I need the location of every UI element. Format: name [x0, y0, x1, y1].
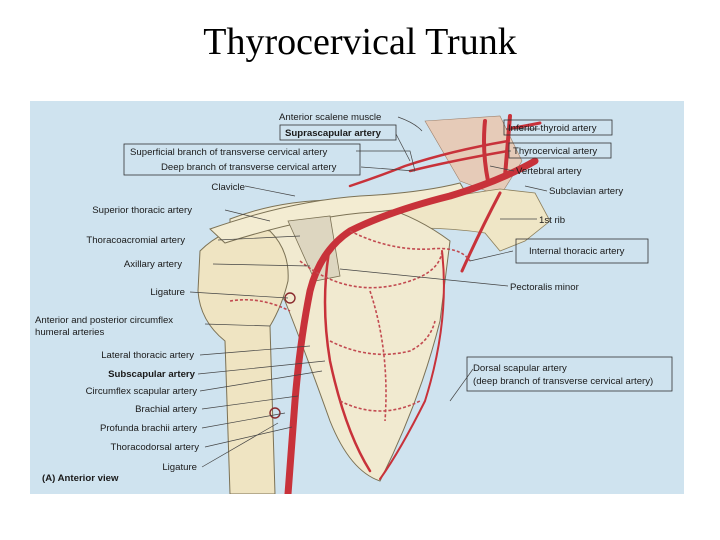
label-subscapular: Subscapular artery [108, 369, 196, 380]
label-superior-thoracic: Superior thoracic artery [92, 205, 192, 216]
subscapular-path [323, 244, 372, 473]
label-anterior-scalene: Anterior scalene muscle [279, 112, 381, 123]
figure-caption: (A) Anterior view [42, 473, 119, 484]
label-circumflex-humeral-line2: humeral arteries [35, 327, 105, 338]
ligature-2-mark [269, 407, 281, 419]
label-profunda-brachii: Profunda brachii artery [100, 423, 197, 434]
label-thoracoacromial: Thoracoacromial artery [86, 235, 185, 246]
collateral-3 [329, 320, 436, 356]
transverse-cervical-box [123, 143, 361, 176]
label-inferior-thyroid: Inferior thyroid artery [508, 123, 597, 134]
anatomy-svg: Anterior scalene muscle Suprascapular ar… [30, 101, 684, 494]
label-dorsal-scapular-line1: Dorsal scapular artery [473, 363, 567, 374]
label-thoracodorsal: Thoracodorsal artery [110, 442, 199, 453]
label-axillary: Axillary artery [124, 259, 182, 270]
dorsal-scapular-box [466, 356, 673, 392]
suprascapular-path [348, 139, 510, 188]
collateral-5 [229, 298, 291, 312]
label-lateral-thoracic: Lateral thoracic artery [101, 350, 194, 361]
transverse-cervical-path [408, 149, 510, 173]
label-clavicle: Clavicle [211, 182, 245, 193]
thyrocervical-box [508, 142, 612, 159]
label-brachial: Brachial artery [135, 404, 197, 415]
slide-title: Thyrocervical Trunk [203, 21, 517, 63]
inferior-thyroid-path [506, 121, 542, 131]
internal-thoracic-path [460, 191, 502, 273]
label-subclavian: Subclavian artery [549, 186, 623, 197]
label-pectoralis-minor: Pectoralis minor [510, 282, 580, 293]
vertebral-artery-path [482, 119, 490, 183]
dorsal-scapular-path [379, 250, 445, 480]
inferior-thyroid-box [503, 119, 613, 136]
label-internal-thoracic: Internal thoracic artery [529, 246, 625, 257]
collateral-6 [369, 290, 387, 422]
collateral-2 [299, 250, 443, 289]
suprascapular-box [279, 124, 397, 141]
label-superficial-branch: Superficial branch of transverse cervica… [130, 147, 327, 158]
collateral-1 [349, 230, 471, 262]
label-vertebral: Vertebral artery [516, 166, 582, 177]
label-dorsal-scapular-line2: (deep branch of transverse cervical arte… [473, 376, 653, 387]
label-ligature-2: Ligature [162, 462, 197, 473]
label-first-rib: 1st rib [539, 215, 565, 226]
label-ligature-1: Ligature [150, 287, 185, 298]
label-circumflex-scapular: Circumflex scapular artery [86, 386, 198, 397]
label-thyrocervical: Thyrocervical artery [513, 146, 597, 157]
label-deep-branch: Deep branch of transverse cervical arter… [161, 162, 337, 173]
collateral-4 [339, 400, 421, 412]
thyrocervical-trunk-path [503, 114, 512, 178]
anatomy-figure: Anterior scalene muscle Suprascapular ar… [30, 101, 684, 494]
label-suprascapular: Suprascapular artery [285, 128, 382, 139]
label-circumflex-humeral-line1: Anterior and posterior circumflex [35, 315, 173, 326]
internal-thoracic-box [515, 238, 649, 264]
